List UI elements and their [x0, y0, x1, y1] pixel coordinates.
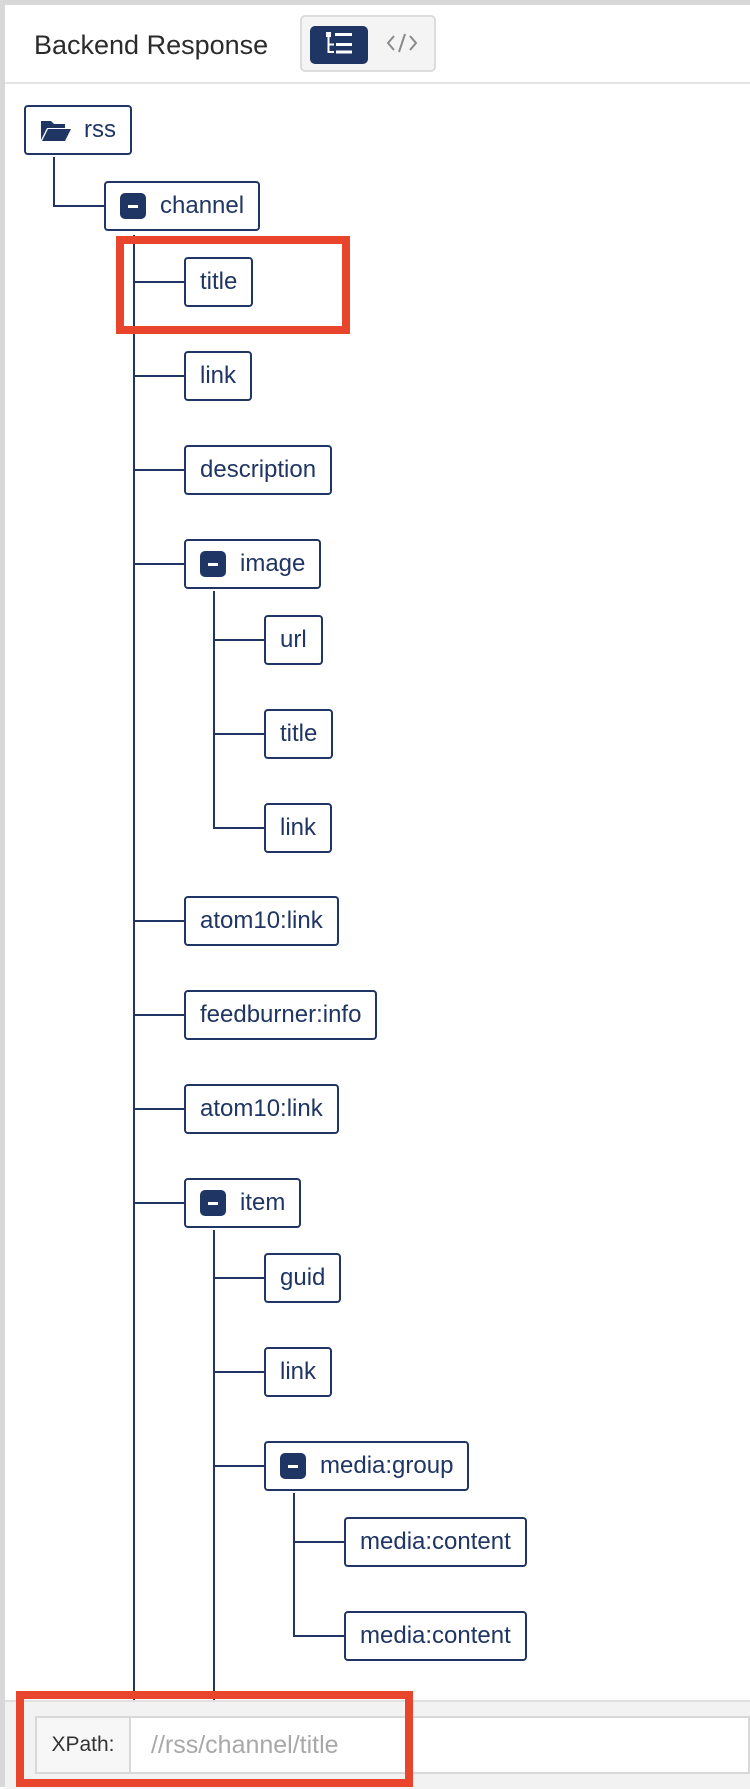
collapse-icon[interactable] — [200, 551, 226, 577]
xpath-label: XPath: — [35, 1716, 131, 1774]
view-toggle — [300, 15, 436, 72]
node-label: description — [200, 456, 317, 483]
connector-line — [133, 563, 184, 565]
node-label: feedburner:info — [200, 1001, 362, 1028]
node-label: atom10:link — [200, 1095, 323, 1122]
xml-tree: rss channel title link description image… — [24, 105, 527, 1700]
connector-line — [133, 469, 184, 471]
connector-line — [133, 1108, 184, 1110]
connector-line — [133, 235, 135, 1700]
node-label: title — [280, 720, 318, 747]
tree-node-atom10-link[interactable]: atom10:link — [184, 896, 339, 946]
node-label: title — [200, 268, 238, 295]
collapse-icon[interactable] — [120, 193, 146, 219]
node-label: image — [240, 550, 306, 577]
tree-view-button[interactable] — [310, 26, 368, 64]
connector-line — [293, 1541, 344, 1543]
connector-line — [213, 827, 264, 829]
node-label: media:group — [320, 1452, 454, 1479]
collapse-icon[interactable] — [280, 1453, 306, 1479]
node-label: link — [280, 814, 317, 841]
node-label: media:content — [360, 1622, 511, 1649]
tree-node-item-link[interactable]: link — [264, 1347, 333, 1397]
connector-line — [213, 1371, 264, 1373]
node-label: link — [280, 1358, 317, 1385]
node-label: atom10:link — [200, 907, 323, 934]
tree-node-rss[interactable]: rss — [24, 105, 132, 155]
xpath-bar: XPath: — [5, 1700, 750, 1789]
connector-line — [53, 205, 104, 207]
node-label: url — [280, 626, 307, 653]
tree-node-media-group[interactable]: media:group — [264, 1441, 470, 1491]
connector-line — [213, 591, 215, 827]
tree-view-icon — [324, 30, 354, 60]
node-label: item — [240, 1189, 286, 1216]
tree-node-atom10-link[interactable]: atom10:link — [184, 1084, 339, 1134]
connector-line — [213, 639, 264, 641]
tree-node-guid[interactable]: guid — [264, 1253, 342, 1303]
folder-open-icon — [40, 118, 72, 142]
tree-node-feedburner-info[interactable]: feedburner:info — [184, 990, 378, 1040]
node-label: link — [200, 362, 237, 389]
tree-node-channel[interactable]: channel — [104, 181, 261, 231]
connector-line — [293, 1493, 295, 1637]
tree-node-image-title[interactable]: title — [264, 709, 334, 759]
connector-line — [133, 281, 184, 283]
connector-line — [133, 375, 184, 377]
connector-line — [293, 1635, 344, 1637]
code-view-button[interactable] — [374, 26, 430, 64]
panel-title: Backend Response — [34, 30, 269, 60]
panel-header: Backend Response — [5, 5, 750, 84]
connector-line — [213, 1277, 264, 1279]
tree-node-media-content[interactable]: media:content — [344, 1517, 527, 1567]
connector-line — [53, 157, 55, 207]
tree-node-title[interactable]: title — [184, 257, 254, 307]
tree-node-media-content[interactable]: media:content — [344, 1611, 527, 1661]
node-label: rss — [84, 116, 116, 143]
connector-line — [133, 1014, 184, 1016]
tree-node-item[interactable]: item — [184, 1178, 302, 1228]
xpath-input[interactable] — [131, 1716, 750, 1774]
connector-line — [213, 1465, 264, 1467]
tree-node-link[interactable]: link — [184, 351, 253, 401]
connector-line — [213, 733, 264, 735]
connector-line — [133, 920, 184, 922]
tree-node-image-url[interactable]: url — [264, 615, 323, 665]
selection-highlight — [116, 236, 350, 334]
xpath-highlight — [16, 1691, 413, 1787]
node-label: channel — [160, 192, 245, 219]
collapse-icon[interactable] — [200, 1190, 226, 1216]
tree-node-description[interactable]: description — [184, 445, 333, 495]
node-label: media:content — [360, 1528, 511, 1555]
connector-line — [133, 1202, 184, 1204]
code-view-icon — [386, 31, 418, 59]
tree-node-image-link[interactable]: link — [264, 803, 333, 853]
node-label: guid — [280, 1264, 326, 1291]
tree-node-image[interactable]: image — [184, 539, 322, 589]
